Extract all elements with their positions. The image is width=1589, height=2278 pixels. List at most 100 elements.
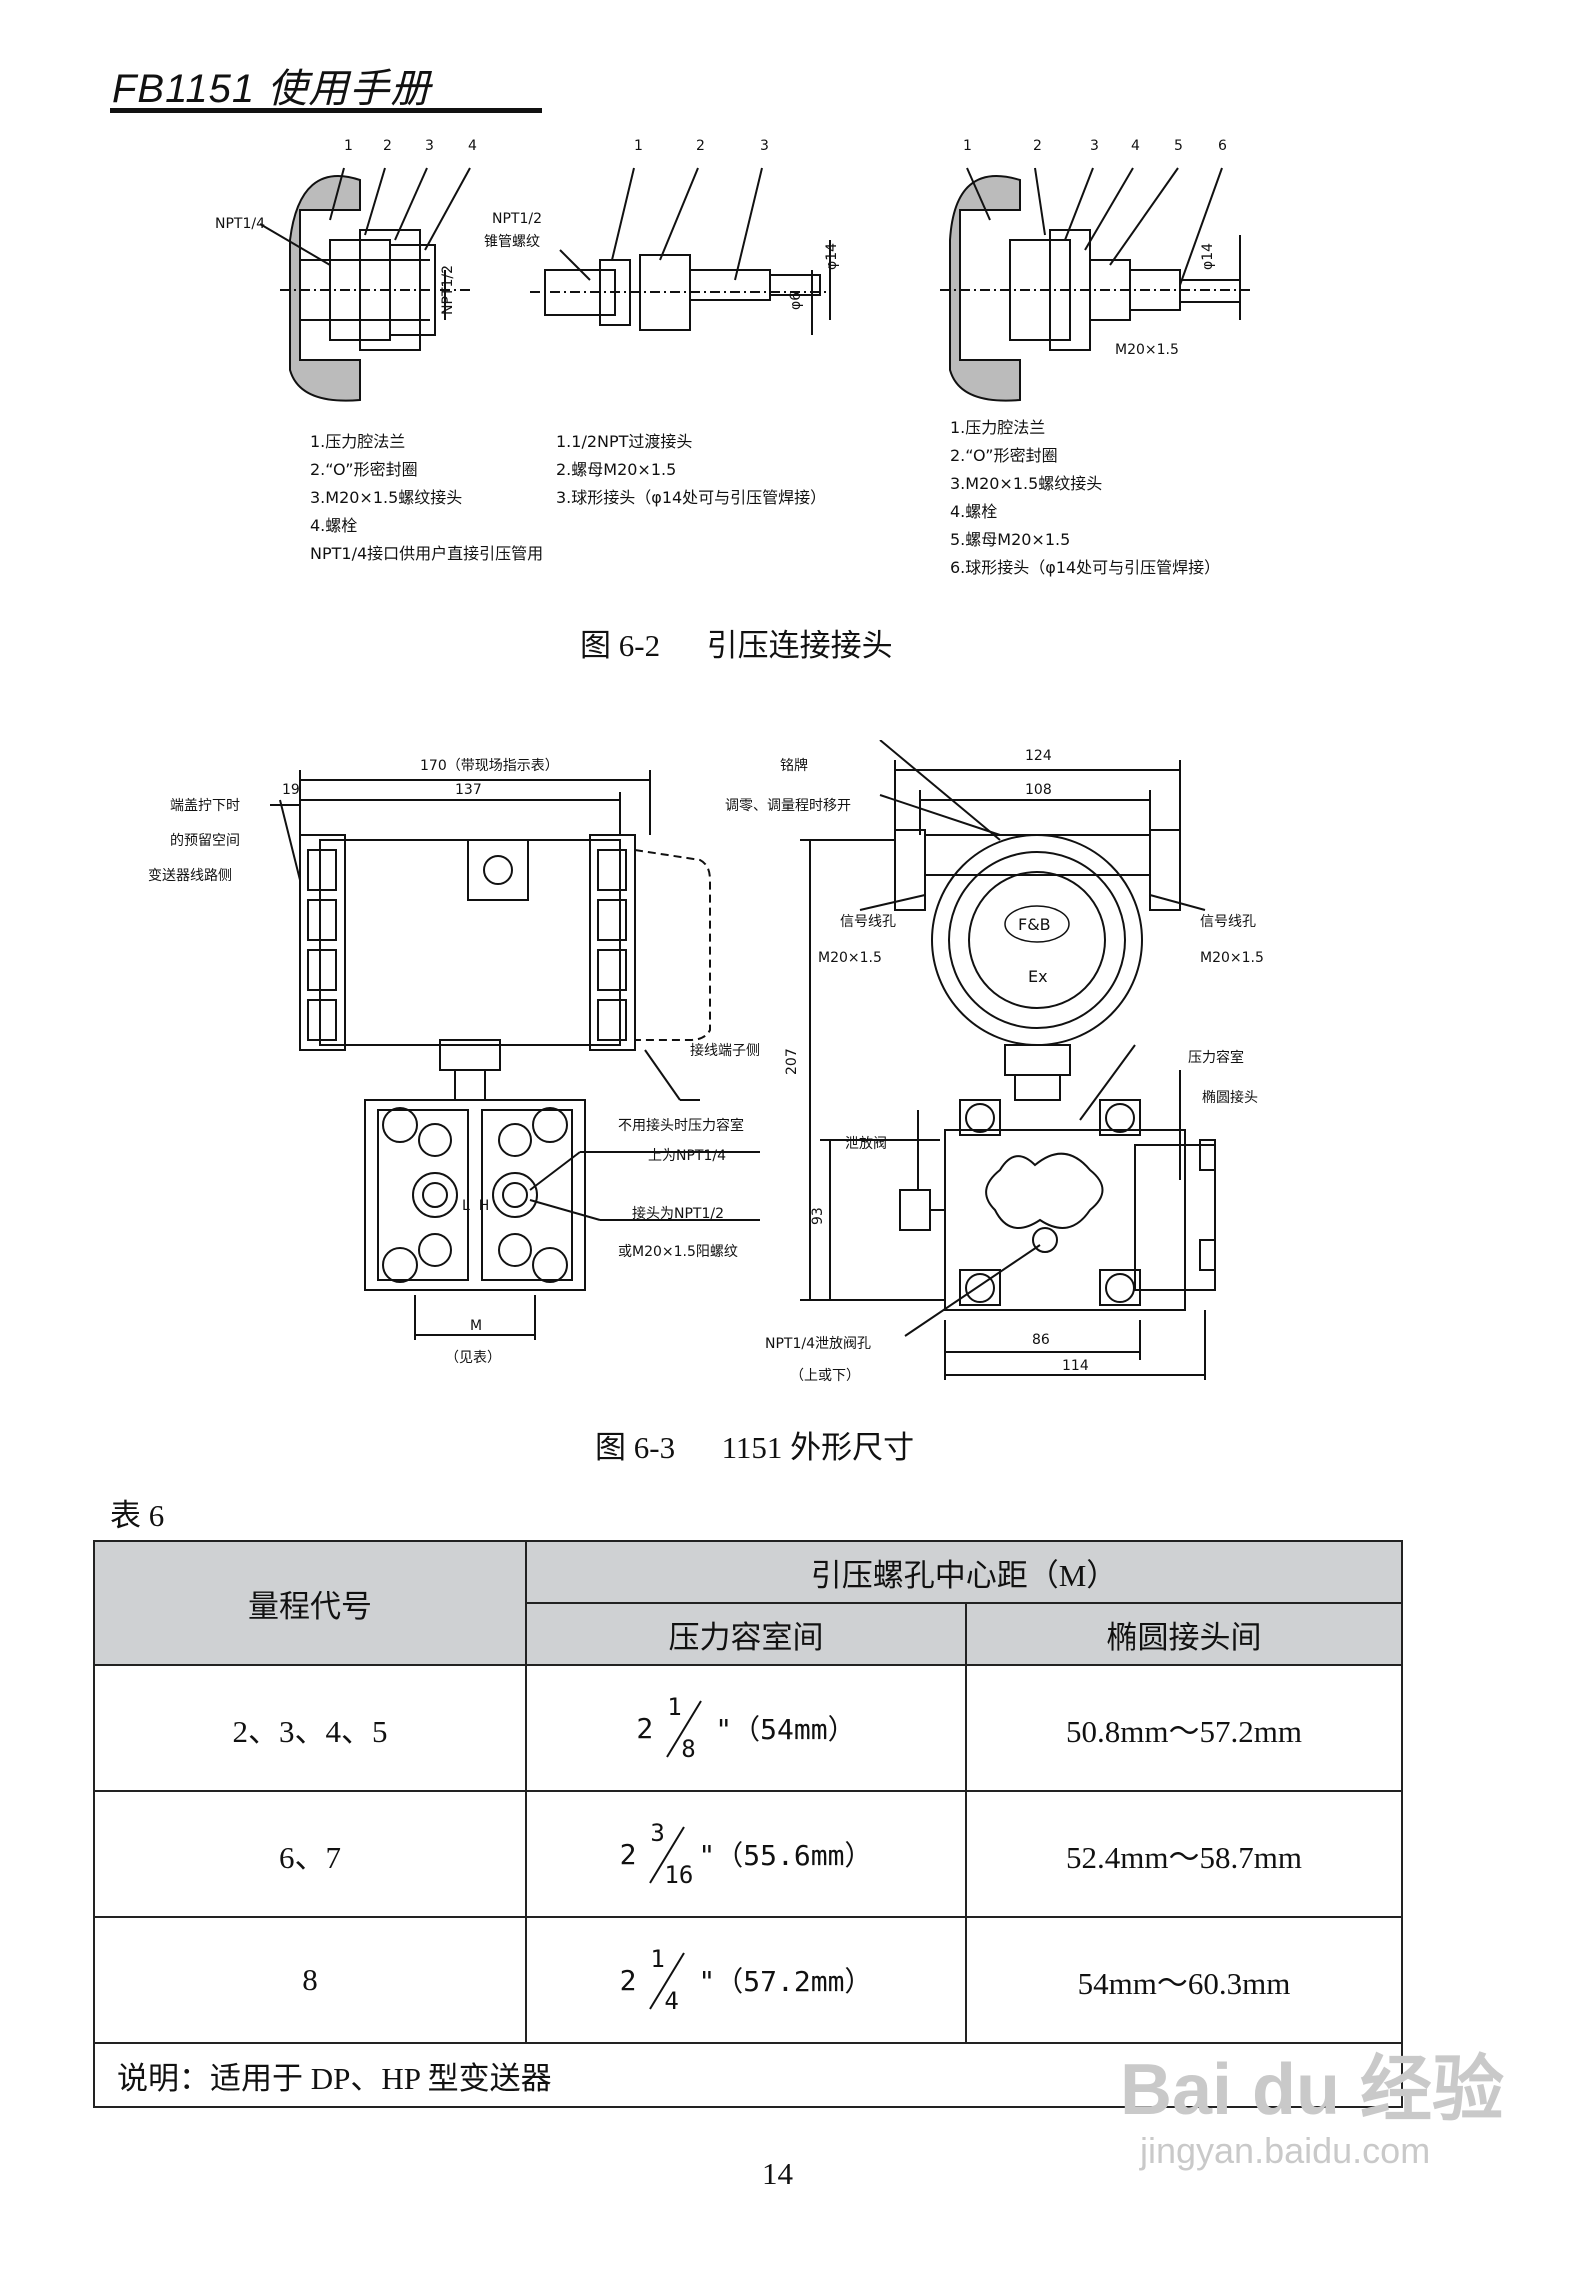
unused-note-1: 不用接头时压力容室 [618,1117,744,1134]
legend-item: 3.M20×1.5螺纹接头 [950,474,1103,493]
figure-6-2-drawing: 1 2 3 4 NPT1/4 NPT1/2 1 2 3 NPT1/2 锥管螺纹 … [215,138,1250,402]
th-group: 引压螺孔中心距（M） [525,1540,1403,1604]
fig62-left-num-4: 4 [468,138,477,154]
signal-hole-left: 信号线孔 [840,914,896,930]
up-down: （上或下） [790,1368,860,1384]
dim-93: 93 [810,1207,826,1225]
nameplate: 铭牌 [780,757,808,774]
frac-whole: 2 [619,1837,637,1871]
th-col1: 压力容室间 [525,1602,967,1666]
spacing-table: 量程代号 引压螺孔中心距（M） 压力容室间 椭圆接头间 2、3、4、5 2 1 … [93,1540,1403,2108]
dim-m: M [470,1318,482,1334]
see-table: （见表） [445,1350,501,1366]
frac-whole: 2 [636,1711,654,1745]
frac-num: 1 [650,1945,665,1973]
frac-den: 16 [664,1861,694,1889]
fig62-mid-thread: 锥管螺纹 [484,234,540,250]
fig62-right-m20: M20×1.5 [1115,342,1179,358]
terminal-side: 接线端子侧 [690,1042,760,1059]
fig62-middle-legend: 1.1/2NPT过渡接头 2.螺母M20×1.5 3.球形接头（φ14处可与引压… [556,428,826,512]
frac-den: 8 [681,1735,696,1763]
table-note: 说明：适用于 DP、HP 型变送器 [93,2042,1403,2108]
joint-note-2: 或M20×1.5阳螺纹 [618,1244,738,1260]
legend-item: NPT1/4接口供用户直接引压管用 [310,544,544,563]
page-header-title: FB1151 使用手册 [112,67,432,111]
legend-item: 6.球形接头（φ14处可与引压管焊接） [950,558,1221,577]
table-row: 2、3、4、5 2 1 8 "（54mm） 50.8mm～57.2mm [93,1664,1403,1792]
cell-chamber: 2 1 8 "（54mm） [525,1664,967,1792]
legend-item: 1.1/2NPT过渡接头 [556,432,693,451]
cell-oval: 54mm～60.3mm [965,1916,1403,2044]
fig62-right-num-4: 4 [1131,138,1140,154]
fig62-left-npt12: NPT1/2 [440,265,456,315]
dim-137: 137 [455,782,482,798]
figure-6-3-drawing: 170（带现场指示表） 137 19 端盖拧下时 的预留空间 变送器线路侧 接线… [148,740,1264,1384]
ex-mark: Ex [1028,967,1048,986]
note-cover-3: 变送器线路侧 [148,868,232,884]
fig62-left-num-1: 1 [344,138,353,154]
dim-170: 170（带现场指示表） [420,758,559,774]
baidu-watermark-logo: Bai du 经验 [1120,2050,1505,2130]
legend-item: 5.螺母M20×1.5 [950,530,1071,549]
legend-item: 3.球形接头（φ14处可与引压管焊接） [556,488,827,507]
fig62-left-num-3: 3 [425,138,434,154]
frac-rest: "（57.2mm） [698,1965,873,1998]
fig62-right-num-5: 5 [1174,138,1183,154]
signal-hole-right: 信号线孔 [1200,914,1256,930]
frac-rest: "（54mm） [715,1713,856,1746]
zero-span: 调零、调量程时移开 [725,798,851,814]
drain-hole: NPT1/4泄放阀孔 [765,1336,871,1352]
table-row: 6、7 2 3 16 "（55.6mm） 52.4mm～58.7mm [93,1790,1403,1918]
header-rule [110,108,542,113]
cell-range: 6、7 [93,1790,527,1918]
drain-valve: 泄放阀 [845,1136,887,1152]
legend-item: 2.“O”形密封圈 [310,460,418,479]
lh-label: L H [462,1198,489,1214]
fig62-mid-num-3: 3 [760,138,769,154]
fig62-right-num-2: 2 [1033,138,1042,154]
pressure-chamber: 压力容室 [1188,1049,1244,1066]
th-col2: 椭圆接头间 [965,1602,1403,1666]
dim-19: 19 [282,782,300,798]
cell-oval: 52.4mm～58.7mm [965,1790,1403,1918]
joint-note-1: 接头为NPT1/2 [632,1205,724,1222]
table-label: 表 6 [110,1498,165,1533]
dim-86: 86 [1032,1332,1050,1348]
fig62-right-phi14: φ14 [1200,243,1216,270]
unused-note-2: 上为NPT1/4 [648,1148,726,1164]
legend-item: 3.M20×1.5螺纹接头 [310,488,463,507]
fig62-mid-num-2: 2 [696,138,705,154]
figure-6-2-caption: 图 6-2 引压连接接头 [580,628,893,663]
dim-114: 114 [1062,1358,1089,1374]
frac-whole: 2 [619,1963,637,1997]
fig62-right-num-6: 6 [1218,138,1227,154]
m20-right: M20×1.5 [1200,950,1264,966]
frac-num: 3 [650,1819,665,1847]
note-cover-1: 端盖拧下时 [170,798,240,814]
dim-108: 108 [1025,782,1052,798]
fig62-right-num-3: 3 [1090,138,1099,154]
figure-6-3-caption: 图 6-3 1151 外形尺寸 [595,1430,915,1465]
cell-oval: 50.8mm～57.2mm [965,1664,1403,1792]
fig62-mid-phi6: φ6 [788,292,804,310]
fig62-right-legend: 1.压力腔法兰 2.“O”形密封圈 3.M20×1.5螺纹接头 4.螺栓 5.螺… [950,414,1220,582]
fig62-left-legend: 1.压力腔法兰 2.“O”形密封圈 3.M20×1.5螺纹接头 4.螺栓 NPT… [310,428,543,568]
frac-den: 4 [664,1987,679,2015]
frac-rest: "（55.6mm） [698,1839,873,1872]
legend-item: 1.压力腔法兰 [950,418,1046,437]
fig62-mid-npt12: NPT1/2 [492,211,542,227]
fig62-mid-num-1: 1 [634,138,643,154]
cell-chamber: 2 3 16 "（55.6mm） [525,1790,967,1918]
fig62-right-num-1: 1 [963,138,972,154]
frac-num: 1 [667,1693,682,1721]
legend-item: 2.“O”形密封圈 [950,446,1058,465]
dim-207: 207 [784,1048,800,1075]
fig62-left-num-2: 2 [383,138,392,154]
cell-chamber: 2 1 4 "（57.2mm） [525,1916,967,2044]
th-range: 量程代号 [93,1540,527,1666]
legend-item: 2.螺母M20×1.5 [556,460,677,479]
cell-range: 8 [93,1916,527,2044]
logo-fb: F&B [1018,915,1051,934]
oval-joint: 椭圆接头 [1202,1089,1258,1106]
legend-item: 1.压力腔法兰 [310,432,406,451]
